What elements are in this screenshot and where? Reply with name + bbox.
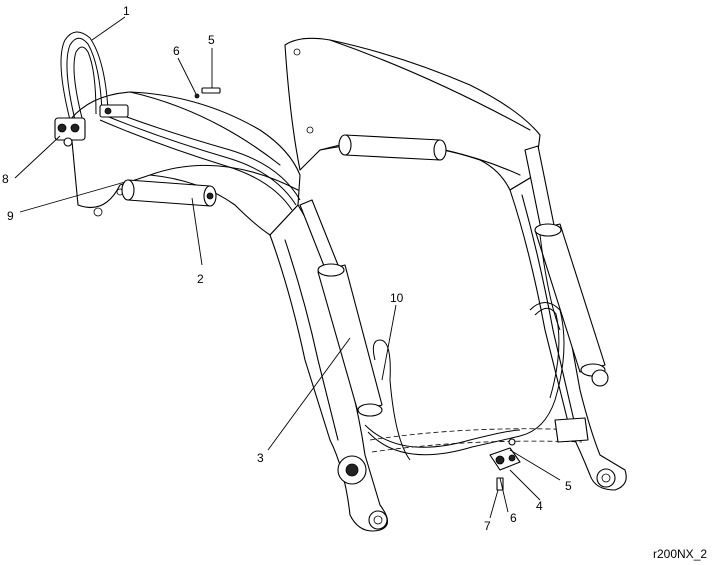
right-tilt-cylinder xyxy=(524,145,609,387)
callout-1: 1 xyxy=(123,4,130,18)
quick-coupler-block xyxy=(54,104,129,147)
callout-8: 8 xyxy=(2,172,9,186)
callout-4: 4 xyxy=(536,499,543,513)
left-loader-arm xyxy=(69,91,389,532)
callout-leaders xyxy=(14,16,561,519)
callout-3: 3 xyxy=(257,451,264,465)
callout-2: 2 xyxy=(197,272,204,286)
callout-9: 9 xyxy=(7,209,14,223)
callout-5-pin: 5 xyxy=(208,33,215,47)
lift-cylinder xyxy=(121,179,217,207)
callout-7: 7 xyxy=(484,519,491,533)
callout-labels: 1 2 3 4 5 5 6 6 7 8 9 10 xyxy=(2,4,572,533)
pin-hardware-top xyxy=(194,87,221,99)
cross-tubes xyxy=(338,134,589,453)
callout-5-valve: 5 xyxy=(565,479,572,493)
callout-10: 10 xyxy=(390,291,404,305)
hydraulic-hoses xyxy=(60,31,565,461)
callout-6-valve: 6 xyxy=(510,511,517,525)
figure-reference: r200NX_2 xyxy=(653,547,707,561)
valve-block xyxy=(489,438,521,491)
callout-6-pin: 6 xyxy=(173,44,180,58)
